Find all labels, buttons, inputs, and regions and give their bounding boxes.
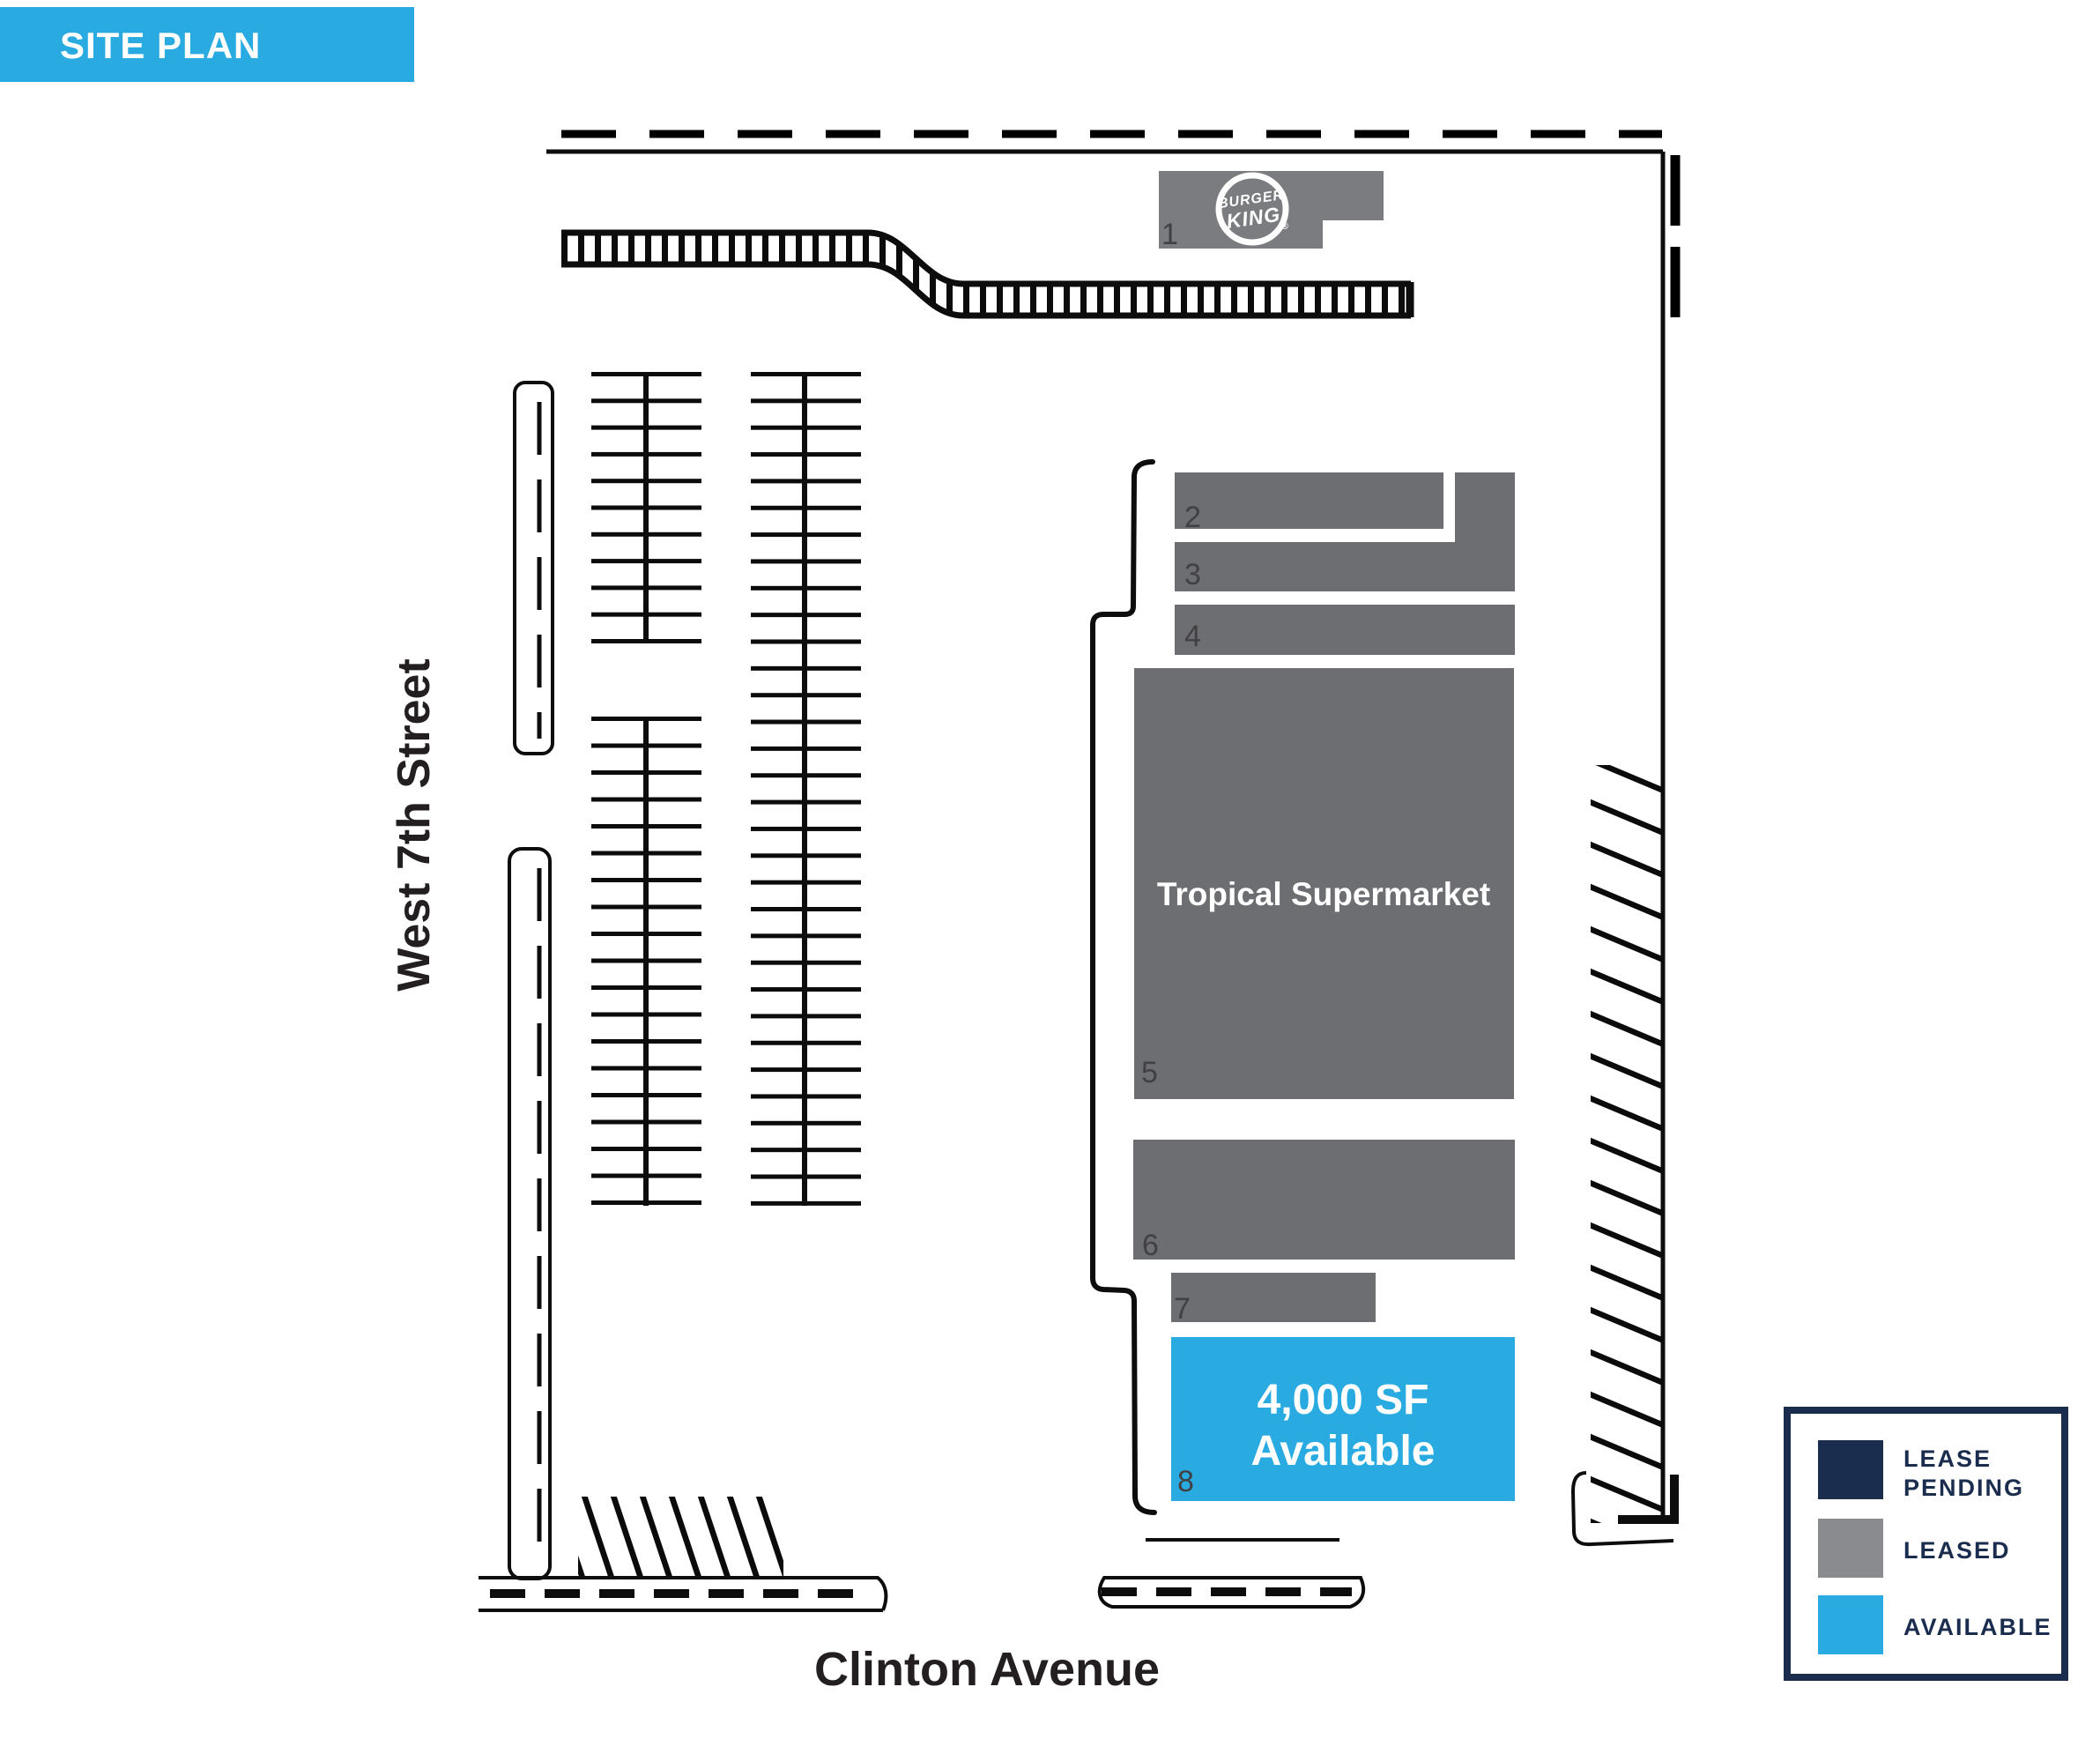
legend-label-lease-pending-line1: LEASE: [1903, 1445, 1992, 1472]
title-bar: SITE PLAN: [0, 7, 414, 82]
angled-stalls-southwest: [578, 1497, 783, 1579]
unit-4-footprint: [1175, 605, 1515, 655]
unit-7: 7: [1171, 1273, 1376, 1326]
unit-3-footprint: [1175, 472, 1515, 591]
parking-rows: [591, 372, 861, 1206]
sidewalk-west-segment: [479, 1576, 888, 1612]
legend-swatch-available: [1818, 1595, 1883, 1654]
unit-1-footprint: [1159, 171, 1384, 249]
legend-label-lease-pending-line2: PENDING: [1903, 1475, 2024, 1501]
unit-3: 3: [1175, 472, 1515, 591]
buildings: BURGER KING ® 1 2 3 4 Tropical Supermark…: [1133, 171, 1515, 1501]
hatch-band-bottom-rail: [561, 261, 1411, 319]
south-sidewalk: [479, 1576, 1366, 1612]
page-title: SITE PLAN: [60, 25, 261, 66]
legend: LEASE PENDING LEASED AVAILABLE: [1784, 1407, 2068, 1681]
unit-6: 6: [1133, 1140, 1515, 1262]
building-outline: [1090, 459, 1339, 1542]
unit-1-burger-king: BURGER KING ® 1: [1159, 171, 1384, 251]
unit-5-footprint: [1134, 668, 1514, 1099]
unit-5-tropical-supermarket: Tropical Supermarket 5: [1134, 668, 1514, 1099]
sidewalk-east-segment: [1097, 1576, 1366, 1609]
unit-8-footprint: [1171, 1337, 1515, 1501]
east-corner-curb: [1570, 1471, 1674, 1547]
unit-6-footprint: [1133, 1140, 1515, 1260]
unit-6-number: 6: [1142, 1229, 1159, 1262]
unit-8-number: 8: [1177, 1465, 1194, 1498]
unit-7-footprint: [1171, 1273, 1376, 1322]
burger-king-logo-ring: [1215, 172, 1289, 246]
unit-4-number: 4: [1184, 620, 1201, 653]
legend-label-leased: LEASED: [1903, 1537, 2011, 1564]
legend-swatch-lease-pending: [1818, 1440, 1883, 1499]
legend-label-available: AVAILABLE: [1903, 1614, 2052, 1640]
hatch-band-fill: [561, 233, 1411, 316]
street-label-clinton-avenue: Clinton Avenue: [814, 1643, 1160, 1696]
legend-swatch-leased: [1818, 1519, 1883, 1578]
east-angled-parking: [1570, 765, 1679, 1547]
curb-island-lower: [508, 847, 552, 1580]
street-label-west-7th: West 7th Street: [389, 658, 440, 992]
angled-stalls-east: [1591, 765, 1664, 1523]
east-corner-thick-l: [1618, 1475, 1679, 1524]
unit-2-footprint: [1175, 472, 1443, 529]
unit-8-available-label: Available: [1251, 1428, 1436, 1475]
unit-1-number: 1: [1161, 218, 1178, 251]
title-bar-background: [0, 7, 414, 82]
unit-5-number: 5: [1141, 1056, 1158, 1089]
burger-king-logo-registered-mark: ®: [1280, 221, 1289, 233]
unit-7-number: 7: [1174, 1292, 1191, 1326]
unit-2-number: 2: [1184, 501, 1201, 534]
building-west-facade-outline: [1090, 459, 1157, 1515]
unit-8-available: 4,000 SF Available 8: [1171, 1337, 1515, 1501]
curb-island-upper: [513, 381, 554, 755]
west-curb-islands: [508, 381, 554, 1580]
unit-3-number: 3: [1184, 558, 1201, 591]
unit-5-tenant-name: Tropical Supermarket: [1157, 876, 1490, 912]
unit-8-size-label: 4,000 SF: [1258, 1377, 1429, 1423]
unit-4: 4: [1175, 605, 1515, 655]
hatched-drive-band: [561, 229, 1414, 319]
unit-2: 2: [1175, 472, 1443, 534]
hatch-band-top-rail: [561, 229, 1411, 287]
